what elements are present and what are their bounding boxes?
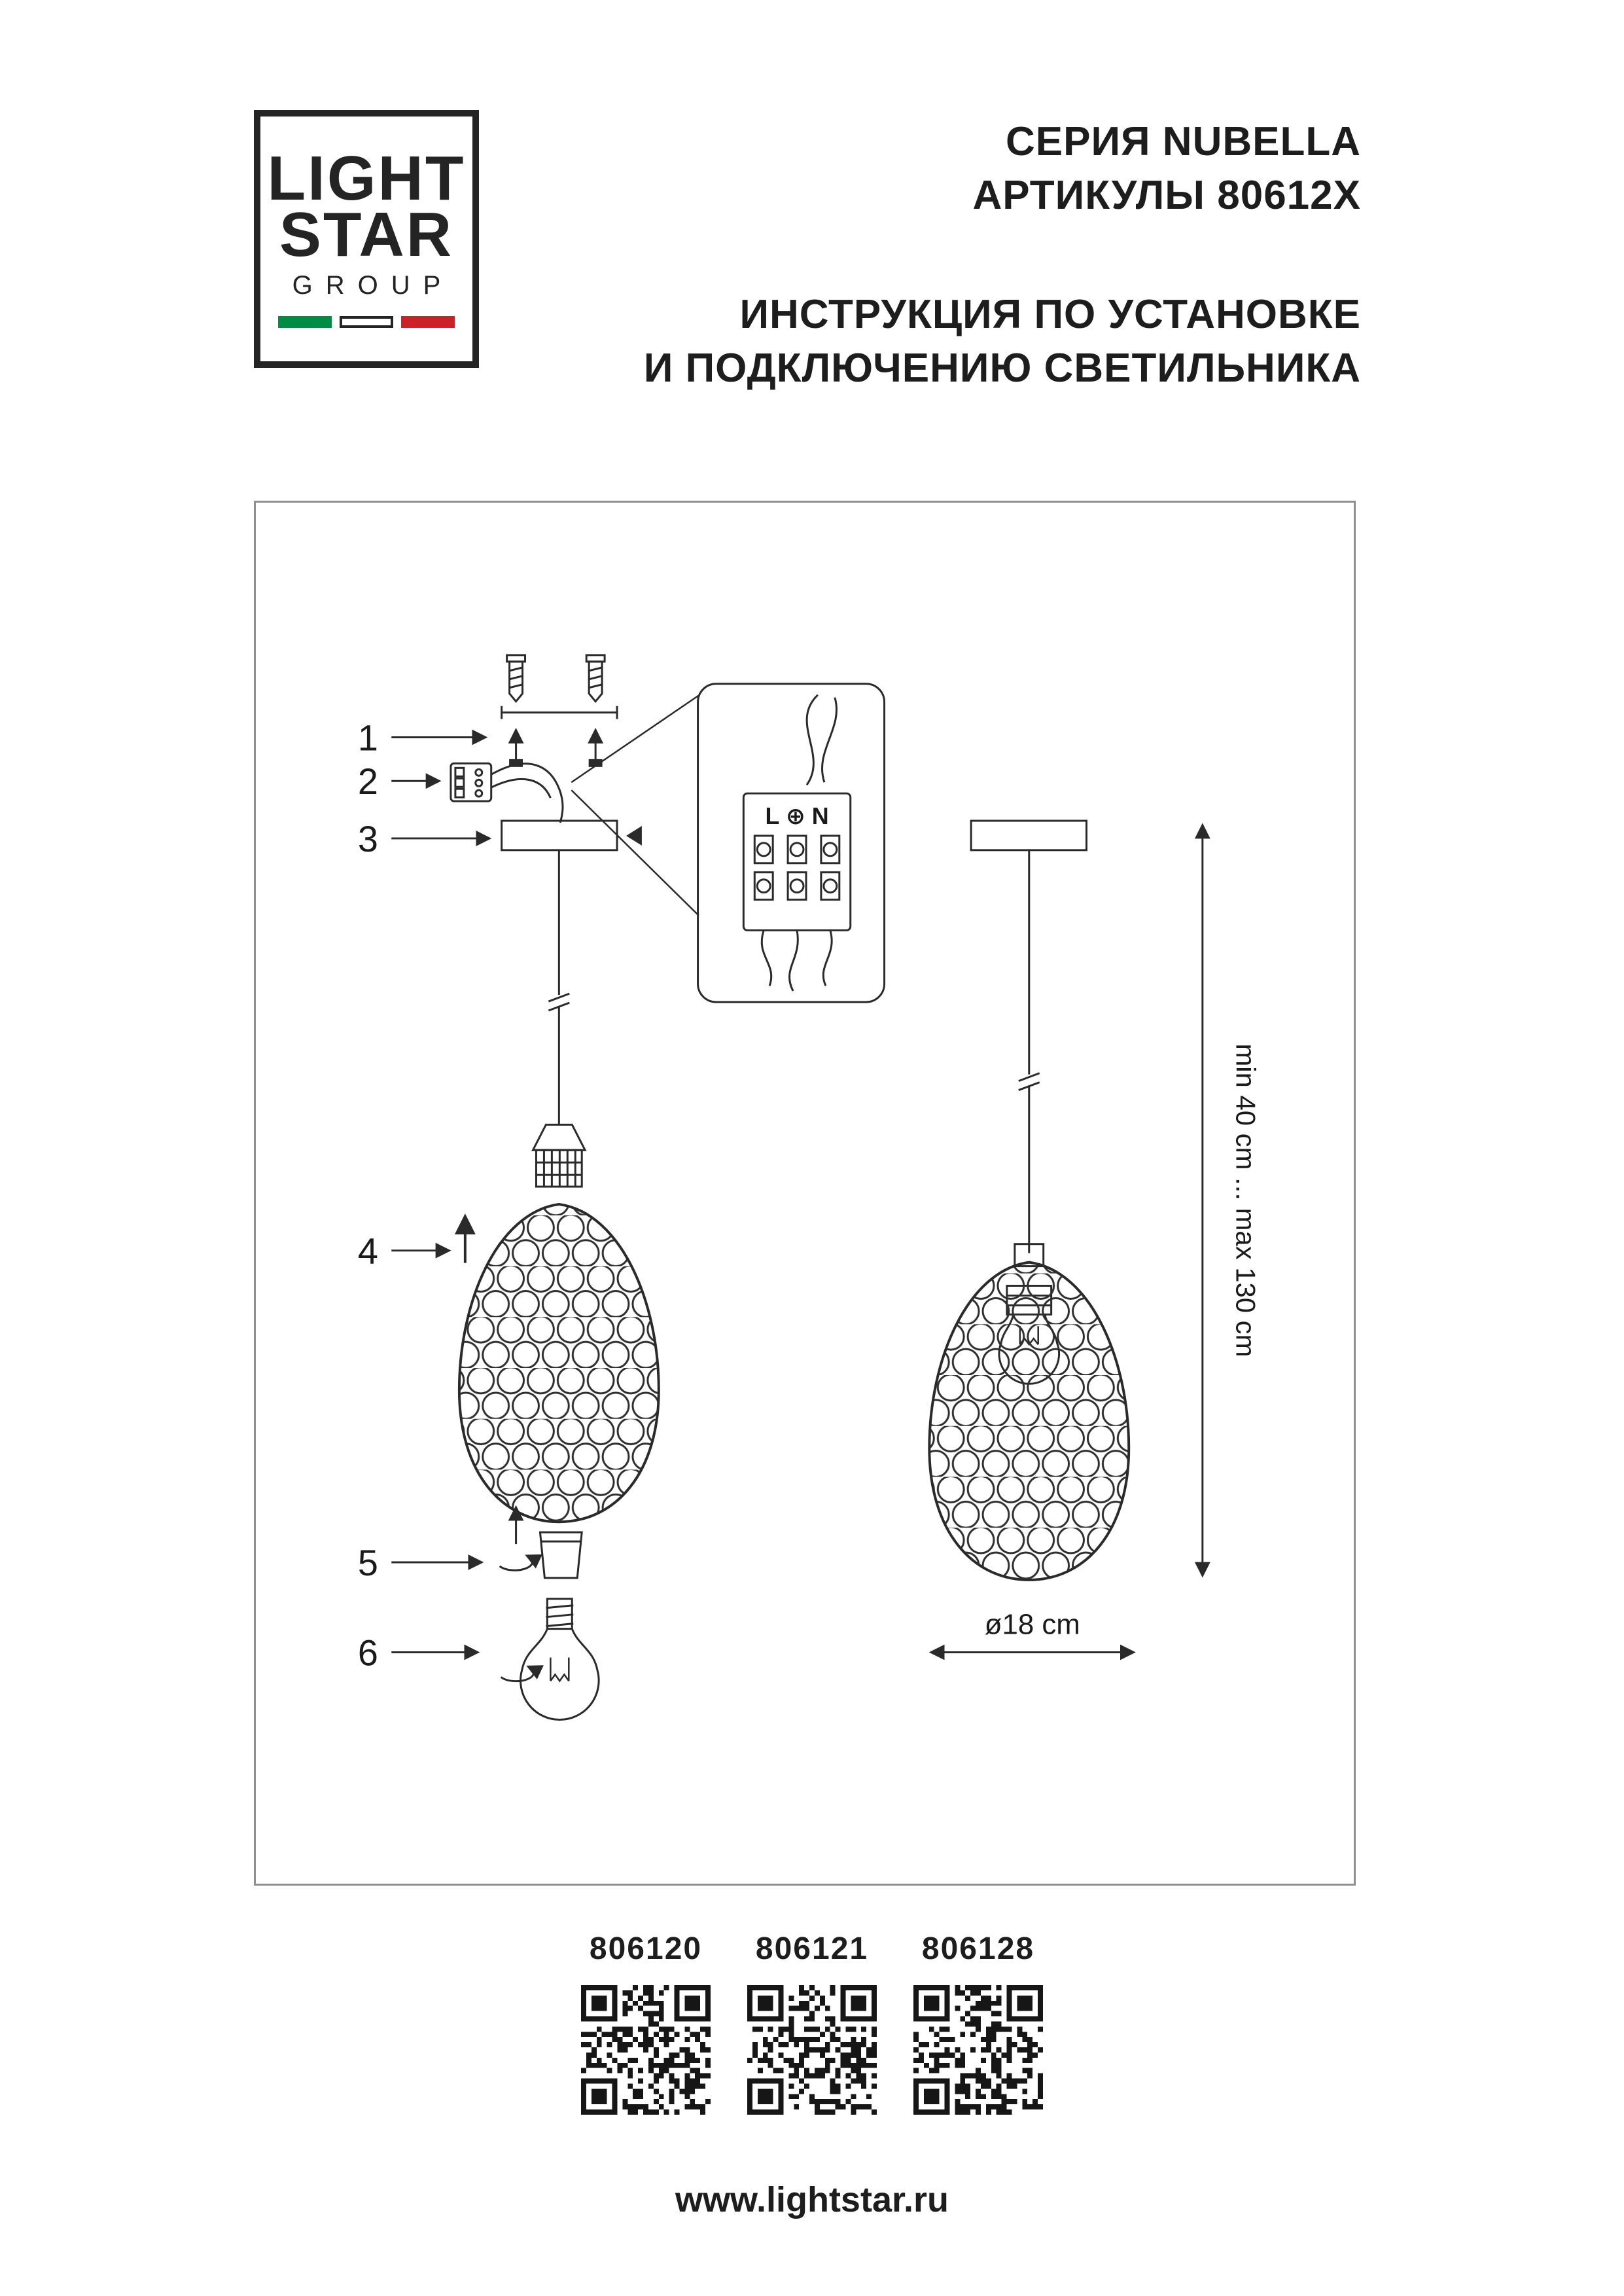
instruction-title-line1: ИНСТРУКЦИЯ ПО УСТАНОВКЕ	[739, 292, 1361, 337]
article-item: 806121	[747, 1931, 877, 2115]
logo-word-star: STAR	[279, 199, 454, 270]
step-labels: 1 2 3 4 5 6	[358, 717, 378, 1673]
step-number-5: 5	[358, 1542, 378, 1583]
fixing-ring	[499, 1505, 583, 1579]
step-number-2: 2	[358, 761, 378, 802]
suspension-cable	[548, 850, 570, 1125]
ceiling-canopy	[501, 819, 642, 852]
article-item: 806128	[913, 1931, 1043, 2115]
article-code: 806120	[589, 1931, 703, 1966]
step-number-6: 6	[358, 1632, 378, 1673]
instruction-title: ИНСТРУКЦИЯ ПО УСТАНОВКЕ И ПОДКЛЮЧЕНИЮ СВ…	[644, 288, 1361, 395]
assembled-lamp	[928, 819, 1131, 1581]
flag-white	[340, 315, 393, 328]
article-item: 806120	[581, 1931, 711, 2115]
step-leader-arrows	[391, 729, 492, 1660]
step-number-3: 3	[358, 818, 378, 859]
lamp-holder	[531, 1123, 587, 1188]
mounting-template	[501, 706, 618, 719]
articles-title: АРТИКУЛЫ 80612X	[972, 173, 1361, 218]
lightstar-logo: LIGHT STAR GROUP	[254, 110, 479, 368]
terminal-block	[450, 762, 564, 823]
diameter-dimension-label: ø18 cm	[985, 1609, 1080, 1641]
lamp-shade	[457, 1202, 660, 1524]
height-dimension-label: min 40 cm ... max 130 cm	[1231, 1043, 1262, 1357]
callout-lines	[571, 694, 699, 916]
articles-row: 806120 806121 806128	[0, 1931, 1624, 2115]
light-bulb	[500, 1598, 600, 1721]
qr-code	[581, 1985, 711, 2115]
header: СЕРИЯ NUBELLA АРТИКУЛЫ 80612X ИНСТРУКЦИЯ…	[644, 115, 1361, 395]
article-code: 806128	[921, 1931, 1035, 1966]
italian-flag	[278, 315, 455, 328]
flag-red	[401, 315, 455, 328]
step-number-1: 1	[358, 717, 378, 758]
qr-code	[913, 1985, 1043, 2115]
instruction-title-line2: И ПОДКЛЮЧЕНИЮ СВЕТИЛЬНИКА	[643, 346, 1361, 391]
flag-green	[278, 315, 332, 328]
logo-word-group: GROUP	[292, 270, 454, 300]
diagram-frame: 1 2 3 4 5 6	[254, 501, 1356, 1886]
wall-anchors	[506, 654, 606, 704]
terminal-label: L ⊕ N	[765, 803, 828, 829]
wiring-inset: L ⊕ N	[697, 683, 886, 1003]
logo-word-light: LIGHT	[267, 143, 466, 213]
qr-code	[747, 1985, 877, 2115]
step-number-4: 4	[358, 1230, 378, 1272]
mounting-screws	[508, 727, 604, 767]
dimension-lines	[928, 823, 1210, 1660]
installation-diagram: 1 2 3 4 5 6	[358, 654, 1262, 1721]
series-title: СЕРИЯ NUBELLA	[1005, 119, 1361, 164]
footer-url: www.lightstar.ru	[675, 2180, 949, 2219]
article-code: 806121	[755, 1931, 869, 1966]
